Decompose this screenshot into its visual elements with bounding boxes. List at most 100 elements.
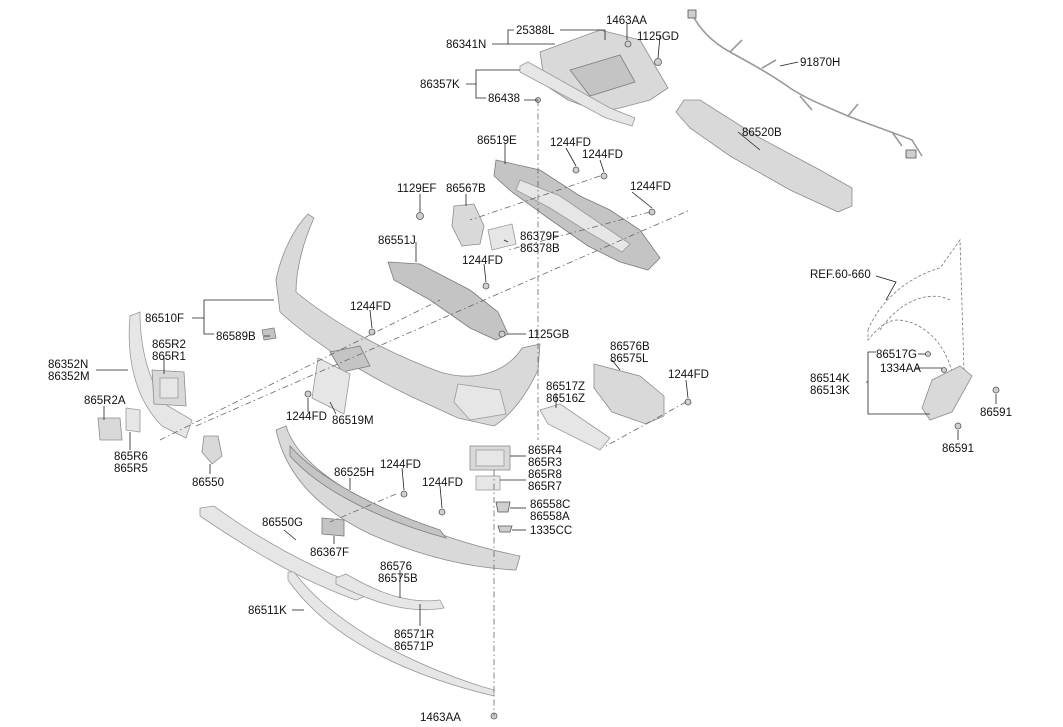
bolt-icon	[684, 398, 692, 406]
part-label: 86589B	[216, 331, 256, 343]
bolt-icon	[438, 508, 446, 516]
bracket-86514K	[921, 365, 973, 421]
part-label: 86558A	[530, 511, 570, 523]
trim-strip-86576	[335, 573, 445, 611]
fender-inner-line	[879, 296, 951, 331]
part-label: 86550	[192, 477, 224, 489]
bolt-icon	[368, 328, 376, 336]
part-label: 1463AA	[606, 15, 647, 27]
part-label: 86357K	[420, 79, 460, 91]
part-label: 86567B	[446, 183, 486, 195]
bolt-icon	[941, 367, 947, 373]
lower-bumper-86525H	[275, 425, 521, 571]
part-label: 86378B	[520, 243, 560, 255]
part-label: 86367F	[310, 547, 349, 559]
part-label: 86510F	[145, 313, 184, 325]
lower-strip-86550G	[199, 505, 367, 601]
bolt-icon	[600, 172, 608, 180]
part-label: 1125GD	[637, 31, 679, 43]
bolt-icon	[954, 422, 962, 430]
part-label: 1244FD	[286, 411, 327, 423]
cover-865R6	[125, 407, 141, 433]
cover-865R2A	[97, 417, 123, 441]
part-label: 865R6	[114, 451, 148, 463]
energy-absorber-86520B	[675, 99, 853, 213]
leader-lines	[96, 24, 997, 626]
part-label: 86516Z	[546, 393, 585, 405]
part-label: 1244FD	[550, 137, 591, 149]
part-label: 86519E	[477, 135, 517, 147]
part-label: 86341N	[446, 39, 486, 51]
part-label: 86571P	[394, 641, 434, 653]
part-label: 865R5	[114, 463, 148, 475]
bumper-cover-86510F	[275, 213, 541, 427]
reflector-86589B	[261, 327, 277, 341]
clip-86558C	[495, 501, 511, 513]
part-label: 86517Z	[546, 381, 585, 393]
part-label: 86525H	[334, 467, 374, 479]
wiring-harness-91870H	[687, 9, 923, 159]
seal-strip-86357K	[519, 61, 636, 127]
part-label: 86514K	[810, 373, 850, 385]
license-plate-86519M	[311, 357, 351, 415]
skid-plate-86511K	[287, 571, 495, 697]
part-label: 1463AA	[420, 712, 461, 724]
part-label: 86513K	[810, 385, 850, 397]
part-label: 86576	[380, 561, 412, 573]
part-label: 865R8	[528, 469, 562, 481]
part-label: 91870H	[800, 57, 840, 69]
part-label: 1244FD	[582, 149, 623, 161]
bracket-carrier-86519E	[493, 159, 661, 271]
bolt-icon	[572, 166, 580, 174]
part-label: 1125GB	[528, 329, 570, 341]
part-label: 86550G	[262, 517, 303, 529]
part-label: 865R7	[528, 481, 562, 493]
side-molding-86352N	[128, 311, 193, 439]
part-label: 865R3	[528, 457, 562, 469]
part-label: 1244FD	[668, 369, 709, 381]
part-label: 86352N	[48, 359, 88, 371]
part-label: 25388L	[516, 25, 555, 37]
part-label: 1244FD	[350, 301, 391, 313]
bolt-icon	[482, 282, 490, 290]
part-label: 865R1	[152, 351, 186, 363]
bolt-icon	[400, 490, 408, 498]
pad-865R8	[475, 475, 501, 491]
part-label: 86576B	[610, 341, 650, 353]
bracket-86367F	[321, 517, 345, 537]
part-label: 86575B	[378, 573, 418, 585]
part-label: 86591	[942, 443, 974, 455]
part-label: 86519M	[332, 415, 374, 427]
bolt-icon	[498, 330, 506, 338]
bolt-icon	[304, 390, 312, 398]
part-label: 1334AA	[880, 363, 921, 375]
part-label: 86511K	[248, 605, 287, 617]
clip-1335CC	[497, 525, 513, 533]
mesh-86517Z	[539, 403, 611, 451]
part-label: 86379F	[520, 231, 559, 243]
part-label: 865R4	[528, 445, 562, 457]
lamp-bracket-inner	[159, 377, 179, 399]
part-label: 86438	[488, 93, 520, 105]
bolt-icon	[992, 386, 1000, 394]
bolt-icon	[654, 58, 662, 66]
part-label: 86575L	[610, 353, 649, 365]
frame-865R4-inner	[475, 449, 505, 467]
grille-insert-86379F	[487, 223, 517, 251]
absorber-86551J	[387, 261, 509, 341]
bolt-icon	[416, 212, 424, 220]
assembly-guide-lines	[159, 100, 691, 716]
part-label: 86558C	[530, 499, 570, 511]
part-label: 865R2A	[84, 395, 126, 407]
part-label: 1335CC	[530, 525, 572, 537]
side-grille-86576B	[593, 363, 665, 425]
part-label: 1244FD	[630, 181, 671, 193]
part-label: 86591	[980, 407, 1012, 419]
part-label: 865R2	[152, 339, 186, 351]
part-label: 86517G	[876, 349, 917, 361]
bolt-icon	[925, 351, 931, 357]
part-label: 86520B	[742, 127, 782, 139]
bolt-icon	[624, 40, 632, 48]
